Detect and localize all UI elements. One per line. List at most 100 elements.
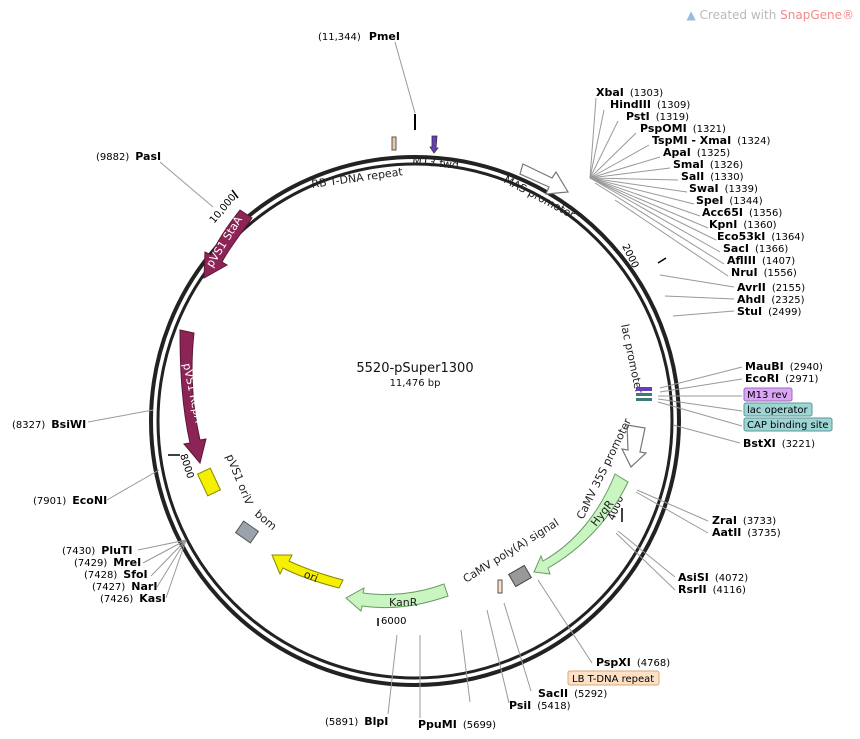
tag-cap-binding-site[interactable]: CAP binding site <box>743 417 833 432</box>
watermark-brand: SnapGene® <box>780 8 854 22</box>
feature-bom[interactable]: bom <box>234 507 280 544</box>
site-name: PmeI <box>369 30 400 43</box>
site-sali[interactable]: SalI(1330) <box>681 170 744 183</box>
feature-label: bom <box>252 507 279 533</box>
site-bsiwi[interactable]: (8327)BsiWI <box>12 418 86 431</box>
svg-text:SacI(1366): SacI(1366) <box>723 242 788 255</box>
feature-camv-polya-signal[interactable]: CaMV poly(A) signal <box>461 516 561 588</box>
site-asisi[interactable]: AsiSI(4072) <box>678 571 748 584</box>
feature-pvs1-oriv[interactable]: pVS1 oriV <box>196 452 256 507</box>
site-aatii[interactable]: AatII(3735) <box>712 526 781 539</box>
svg-text:PpuMI(5699): PpuMI(5699) <box>418 718 496 731</box>
watermark: ▲ Created with SnapGene® <box>686 8 854 22</box>
feature-ori[interactable]: ori <box>271 554 344 589</box>
feature-label: pVS1 oriV <box>223 452 255 507</box>
svg-text:(8327)BsiWI: (8327)BsiWI <box>12 418 86 431</box>
tag-label: CAP binding site <box>747 420 829 431</box>
feature-kanr[interactable]: KanR <box>345 583 449 612</box>
site-acc65i[interactable]: Acc65I(1356) <box>702 206 782 219</box>
site-mrei[interactable]: (7429)MreI <box>74 556 141 569</box>
site-leaders <box>87 41 743 718</box>
site-ahdi[interactable]: AhdI(2325) <box>737 293 805 306</box>
svg-text:AsiSI(4072): AsiSI(4072) <box>678 571 748 584</box>
snapgene-logo-icon: ▲ <box>686 8 696 22</box>
site-smai[interactable]: SmaI(1326) <box>673 158 743 171</box>
feature-pvs1-repa[interactable]: pVS1 RepA <box>179 329 207 465</box>
site-pos: (11,344) <box>318 32 361 43</box>
site-kpni[interactable]: KpnI(1360) <box>709 218 777 231</box>
tick-8000: 8000 <box>168 453 195 480</box>
svg-text:PspXI(4768): PspXI(4768) <box>596 656 670 669</box>
tag-label: lac operator <box>747 405 808 416</box>
site-stui[interactable]: StuI(2499) <box>737 305 801 318</box>
tag-m13-rev[interactable]: M13 rev <box>743 387 793 402</box>
svg-text:TspMI - XmaI(1324): TspMI - XmaI(1324) <box>652 134 771 147</box>
site-pspomi[interactable]: PspOMI(1321) <box>640 122 726 135</box>
site-afliii[interactable]: AflIII(1407) <box>727 254 795 267</box>
svg-text:(11,344) PmeI: (11,344) PmeI <box>318 25 400 44</box>
svg-text:(7426)KasI: (7426)KasI <box>100 592 166 605</box>
site-xbai[interactable]: XbaI(1303) <box>596 86 663 99</box>
tick-label: 6000 <box>381 616 406 627</box>
site-maubi[interactable]: MauBI(2940) <box>745 360 823 373</box>
site-kasi[interactable]: (7426)KasI <box>100 592 166 605</box>
site-nrui[interactable]: NruI(1556) <box>731 266 797 279</box>
svg-text:PsiI(5418): PsiI(5418) <box>509 699 571 712</box>
site-ecori[interactable]: EcoRI(2971) <box>745 372 819 385</box>
feature-label: ori <box>302 568 320 585</box>
watermark-text: Created with <box>699 8 777 22</box>
svg-text:KpnI(1360): KpnI(1360) <box>709 218 777 231</box>
site-econi[interactable]: (7901)EcoNI <box>33 494 107 507</box>
svg-text:Acc65I(1356): Acc65I(1356) <box>702 206 782 219</box>
site-sfoi[interactable]: (7428)SfoI <box>84 568 148 581</box>
svg-text:(9882)PasI: (9882)PasI <box>96 150 161 163</box>
svg-text:(7901)EcoNI: (7901)EcoNI <box>33 494 107 507</box>
site-spei[interactable]: SpeI(1344) <box>696 194 763 207</box>
site-hindiii[interactable]: HindIII(1309) <box>610 98 690 111</box>
site-zrai[interactable]: ZraI(3733) <box>712 514 776 527</box>
site-ppumi[interactable]: PpuMI(5699) <box>418 718 496 731</box>
site-nari[interactable]: (7427)NarI <box>92 580 157 593</box>
svg-text:AatII(3735): AatII(3735) <box>712 526 781 539</box>
svg-text:HindIII(1309): HindIII(1309) <box>610 98 690 111</box>
site-psti[interactable]: PstI(1319) <box>626 110 689 123</box>
feature-label: lac promoter <box>618 323 645 395</box>
site-swai[interactable]: SwaI(1339) <box>689 182 758 195</box>
tag-lb-tdna-repeat[interactable]: LB T-DNA repeat <box>567 670 660 686</box>
site-bstxi[interactable]: BstXI(3221) <box>743 437 815 450</box>
svg-text:AhdI(2325): AhdI(2325) <box>737 293 805 306</box>
site-blpi[interactable]: (5891)BlpI <box>325 715 388 728</box>
site-tspmi-xmai[interactable]: TspMI - XmaI(1324) <box>652 134 771 147</box>
svg-text:StuI(2499): StuI(2499) <box>737 305 801 318</box>
site-apai[interactable]: ApaI(1325) <box>663 146 730 159</box>
svg-text:AflIII(1407): AflIII(1407) <box>727 254 795 267</box>
site-pasi[interactable]: (9882)PasI <box>96 150 161 163</box>
svg-text:(7428)SfoI: (7428)SfoI <box>84 568 148 581</box>
tag-label: M13 rev <box>747 390 788 401</box>
feature-lac-promoter[interactable]: lac promoter <box>618 323 652 401</box>
svg-text:MauBI(2940): MauBI(2940) <box>745 360 823 373</box>
site-rsrii[interactable]: RsrII(4116) <box>678 583 746 596</box>
site-sacii[interactable]: SacII(5292) <box>538 687 607 700</box>
backbone-outer <box>149 155 681 687</box>
svg-text:EcoRI(2971): EcoRI(2971) <box>745 372 819 385</box>
svg-text:SpeI(1344): SpeI(1344) <box>696 194 763 207</box>
site-saci[interactable]: SacI(1366) <box>723 242 788 255</box>
site-pmei[interactable]: (11,344) PmeI <box>318 25 400 44</box>
feature-mas-promoter[interactable]: MAS promoter <box>502 163 578 222</box>
site-pluti[interactable]: (7430)PluTI <box>62 544 133 557</box>
site-psii[interactable]: PsiI(5418) <box>509 699 571 712</box>
svg-text:(7429)MreI: (7429)MreI <box>74 556 141 569</box>
site-pspxi[interactable]: PspXI(4768) <box>596 656 670 669</box>
tag-label: LB T-DNA repeat <box>572 674 654 685</box>
site-eco53ki[interactable]: Eco53kI(1364) <box>717 230 805 243</box>
feature-label: KanR <box>389 596 418 609</box>
site-avrii[interactable]: AvrII(2155) <box>737 281 805 294</box>
svg-text:NruI(1556): NruI(1556) <box>731 266 797 279</box>
feature-m13-fwd[interactable]: M13 fwd <box>412 135 460 172</box>
tag-lac-operator[interactable]: lac operator <box>743 402 813 417</box>
svg-text:ApaI(1325): ApaI(1325) <box>663 146 730 159</box>
svg-text:SmaI(1326): SmaI(1326) <box>673 158 743 171</box>
tick-6000: 6000 <box>377 616 406 627</box>
svg-text:ZraI(3733): ZraI(3733) <box>712 514 776 527</box>
